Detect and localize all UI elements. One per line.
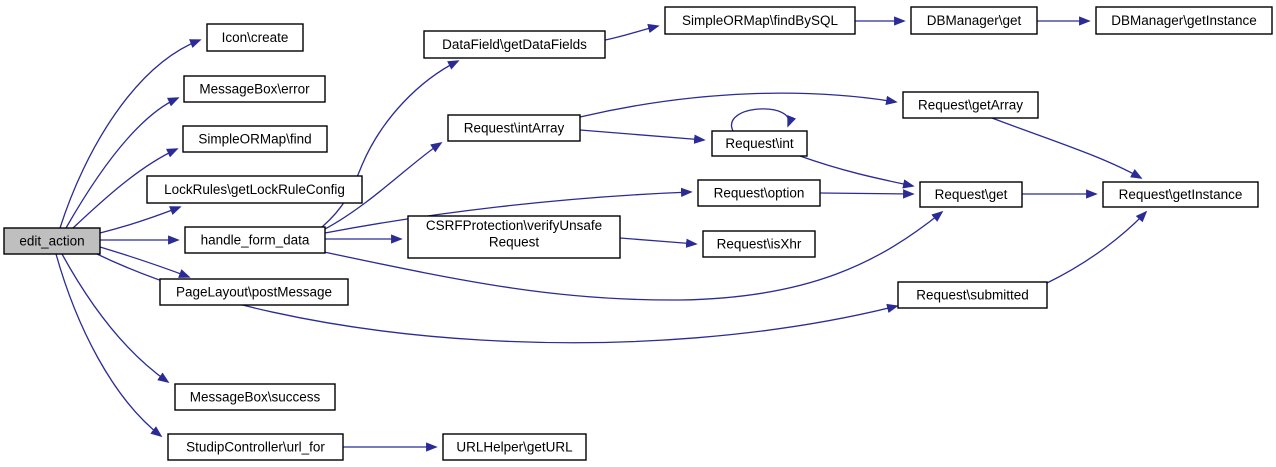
- node-box-csrf-verifyunsaferequest[interactable]: [407, 215, 621, 259]
- node-request-option[interactable]: Request\option: [697, 179, 821, 207]
- node-simpleormap-findbysql[interactable]: SimpleORMap\findBySQL: [664, 6, 856, 35]
- node-label-request-get: Request\get: [935, 187, 1008, 202]
- node-messagebox-success[interactable]: MessageBox\success: [174, 383, 336, 411]
- node-box-messagebox-success[interactable]: [174, 383, 336, 411]
- node-label-dbmanager-getinstance: DBManager\getInstance: [1111, 13, 1257, 28]
- node-label-request-getinstance: Request\getInstance: [1119, 187, 1243, 202]
- node-request-get[interactable]: Request\get: [919, 181, 1023, 208]
- node-dbmanager-get[interactable]: DBManager\get: [910, 6, 1038, 35]
- edge-csrf-verifyunsaferequest-to-request-isxhr: [619, 237, 698, 248]
- edge-request-getarray-to-request-getinstance: [991, 117, 1143, 179]
- node-box-urlhelper-geturl[interactable]: [442, 433, 587, 461]
- node-icon-create[interactable]: Icon\create: [206, 23, 304, 52]
- edge-request-submitted-to-request-getinstance: [1046, 210, 1148, 284]
- node-box-simpleormap-find[interactable]: [182, 125, 328, 153]
- node-box-lockrules-getlockruleconfig[interactable]: [146, 175, 363, 204]
- node-box-request-submitted[interactable]: [897, 281, 1048, 309]
- node-label-datafield-getdatafields: DataField\getDataFields: [442, 37, 587, 52]
- node-label-request-getarray: Request\getArray: [918, 98, 1023, 113]
- node-box-icon-create[interactable]: [206, 23, 304, 52]
- edge-request-option-to-request-get: [819, 189, 915, 199]
- edge-edit-action-to-studipcontroller-url-for: [55, 253, 163, 438]
- node-label-urlhelper-geturl: URLHelper\getURL: [456, 440, 573, 455]
- node-box-request-isxhr[interactable]: [702, 230, 816, 258]
- edge-edit-action-to-pagelayout-postmessage: [99, 246, 191, 278]
- node-label-pagelayout-postmessage: PageLayout\postMessage: [176, 285, 332, 300]
- node-dbmanager-getinstance[interactable]: DBManager\getInstance: [1095, 6, 1273, 35]
- edge-edit-action-to-messagebox-success: [61, 253, 170, 384]
- node-box-edit-action[interactable]: [3, 227, 101, 255]
- node-label-edit-action: edit_action: [19, 234, 84, 249]
- edge-request-int-to-request-int: [730, 108, 797, 132]
- node-request-submitted[interactable]: Request\submitted: [897, 281, 1048, 309]
- node-urlhelper-geturl[interactable]: URLHelper\getURL: [442, 433, 587, 461]
- node-box-simpleormap-findbysql[interactable]: [664, 6, 856, 35]
- node-label-request-isxhr: Request\isXhr: [717, 237, 802, 252]
- node-box-request-get[interactable]: [919, 181, 1023, 208]
- node-label-handle-form-data: handle_form_data: [201, 233, 310, 248]
- edge-handle-form-data-to-request-option: [324, 187, 693, 234]
- node-edit-action[interactable]: edit_action: [3, 227, 101, 255]
- node-box-request-getarray[interactable]: [902, 91, 1039, 119]
- node-label-request-option: Request\option: [714, 186, 805, 201]
- node-box-request-getinstance[interactable]: [1102, 181, 1259, 208]
- node-handle-form-data[interactable]: handle_form_data: [184, 226, 326, 254]
- node-box-messagebox-error[interactable]: [183, 75, 326, 103]
- node-label-lockrules-getlockruleconfig: LockRules\getLockRuleConfig: [164, 182, 345, 197]
- node-simpleormap-find[interactable]: SimpleORMap\find: [182, 125, 328, 153]
- node-box-dbmanager-get[interactable]: [910, 6, 1038, 35]
- node-box-dbmanager-getinstance[interactable]: [1095, 6, 1273, 35]
- node-label-messagebox-success: MessageBox\success: [190, 390, 321, 405]
- edge-request-intarray-to-request-getarray: [579, 92, 898, 118]
- edge-edit-action-to-lockrules-getlockruleconfig: [99, 206, 182, 234]
- node-request-getinstance[interactable]: Request\getInstance: [1102, 181, 1259, 208]
- node-label-dbmanager-get: DBManager\get: [927, 13, 1022, 28]
- node-pagelayout-postmessage[interactable]: PageLayout\postMessage: [159, 278, 349, 306]
- node-label-simpleormap-find: SimpleORMap\find: [198, 132, 311, 147]
- edge-request-int-to-request-get: [799, 155, 915, 189]
- node-box-request-intarray[interactable]: [447, 114, 581, 142]
- node-lockrules-getlockruleconfig[interactable]: LockRules\getLockRuleConfig: [146, 175, 363, 204]
- edge-handle-form-data-to-request-get: [323, 210, 944, 301]
- node-box-studipcontroller-url-for[interactable]: [167, 433, 344, 461]
- edge-edit-action-to-simpleormap-find: [72, 148, 179, 229]
- node-request-int[interactable]: Request\int: [711, 130, 808, 157]
- edge-handle-form-data-to-datafield-getdatafields: [321, 60, 460, 228]
- node-label-request-int: Request\int: [725, 136, 794, 151]
- node-label-request-intarray: Request\intArray: [464, 121, 565, 136]
- node-label-request-submitted: Request\submitted: [916, 288, 1029, 303]
- node-box-request-option[interactable]: [697, 179, 821, 207]
- node-label-icon-create: Icon\create: [222, 30, 289, 45]
- edge-datafield-getdatafields-to-simpleormap-findbysql: [604, 23, 660, 41]
- edge-edit-action-to-icon-create: [59, 39, 202, 229]
- edge-request-intarray-to-request-int: [579, 129, 706, 144]
- node-request-isxhr[interactable]: Request\isXhr: [702, 230, 816, 258]
- node-request-getarray[interactable]: Request\getArray: [902, 91, 1039, 119]
- edge-edit-action-to-messagebox-error: [65, 97, 180, 229]
- node-box-request-int[interactable]: [711, 130, 808, 157]
- node-label-messagebox-error: MessageBox\error: [199, 82, 310, 97]
- edge-handle-form-data-to-request-intarray: [324, 142, 443, 230]
- node-box-handle-form-data[interactable]: [184, 226, 326, 254]
- node-box-pagelayout-postmessage[interactable]: [159, 278, 349, 306]
- node-box-datafield-getdatafields[interactable]: [423, 30, 606, 59]
- node-label-studipcontroller-url-for: StudipController\url_for: [186, 440, 325, 455]
- node-messagebox-error[interactable]: MessageBox\error: [183, 75, 326, 103]
- node-datafield-getdatafields[interactable]: DataField\getDataFields: [423, 30, 606, 59]
- node-request-intarray[interactable]: Request\intArray: [447, 114, 581, 142]
- node-label-simpleormap-findbysql: SimpleORMap\findBySQL: [682, 13, 839, 28]
- node-studipcontroller-url-for[interactable]: StudipController\url_for: [167, 433, 344, 461]
